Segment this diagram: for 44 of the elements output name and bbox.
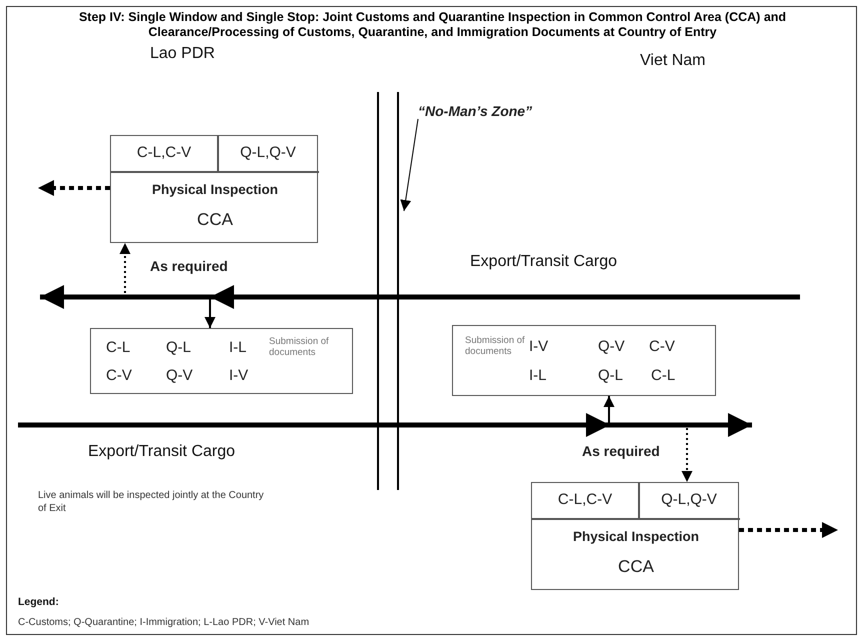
arrow [604, 396, 614, 424]
cell-label: C-V [106, 367, 133, 384]
area-label: CCA [617, 557, 655, 577]
leader-arrow [400, 118, 418, 212]
legend-heading: Legend: [18, 596, 60, 608]
inspection-box [531, 482, 739, 590]
edge-label: As required [150, 258, 228, 274]
cell-label: Q-L,Q-V [660, 491, 718, 508]
cell-label: Q-V [166, 367, 194, 384]
cell-label: I-L [229, 339, 248, 356]
dotted-arrow [682, 428, 692, 482]
note-text: Submission of documents [465, 336, 525, 357]
dotted-arrow [739, 522, 838, 538]
heading-text: Physical Inspection [150, 182, 280, 197]
cell-label: Q-L [598, 367, 624, 384]
country-label: Lao PDR [150, 45, 216, 63]
cell-label: Q-V [598, 338, 626, 355]
document-box [90, 328, 353, 394]
dotted-arrow [120, 243, 130, 293]
cell-label: C-V [649, 338, 676, 355]
country-label: Viet Nam [640, 52, 707, 70]
document-box [452, 325, 716, 396]
note-text: Submission of documents [269, 337, 330, 358]
cell-label: C-L [651, 367, 676, 384]
edge-label: As required [582, 443, 660, 459]
legend-text: C-Customs; Q-Quarantine; I-Immigration; L-Lao PDR; V-Viet Nam [18, 617, 310, 628]
cell-label: I-V [529, 338, 550, 355]
dotted-arrow [38, 180, 110, 196]
cell-label: C-L,C-V [556, 491, 614, 508]
inspection-box [110, 135, 318, 243]
cell-label: C-L,C-V [136, 144, 192, 161]
cell-label: C-L [106, 339, 132, 356]
area-label: CCA [196, 210, 234, 230]
cell-label: I-V [229, 367, 250, 384]
arrow [204, 298, 216, 328]
heading-text: Physical Inspection [572, 529, 700, 544]
cell-label: Q-L [166, 339, 192, 356]
diagram-title: Step IV: Single Window and Single Stop: Joint Customs and Quarantine Inspection in Common Control Area (CCA) and Clearance/Processing of Customs, Quarantine, and Immigration Documents at Country of Entry [78, 10, 788, 40]
flow-label: Export/Transit Cargo [88, 443, 236, 461]
cell-label: Q-L,Q-V [239, 144, 297, 161]
note-text: Live animals will be inspected jointly at the Country of Exit [38, 489, 265, 515]
zone-label: “No-Man’s Zone” [418, 103, 532, 119]
flow-label: Export/Transit Cargo [470, 253, 618, 271]
cell-label: I-L [529, 367, 548, 384]
